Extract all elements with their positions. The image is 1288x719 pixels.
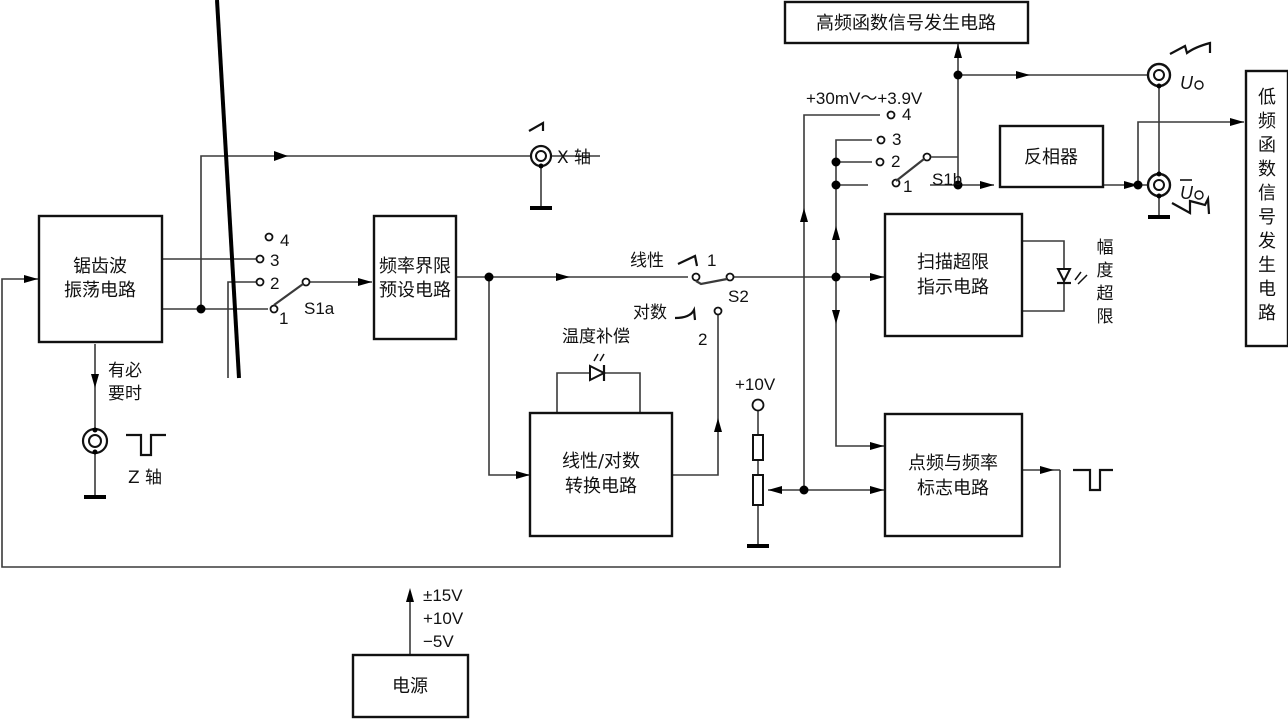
block-label: 频率界限 <box>379 256 451 277</box>
switch-position-label: 4 <box>280 231 289 250</box>
block-label: 电 <box>1258 279 1276 300</box>
switch-position-label: 4 <box>902 105 911 124</box>
switch-position-label: 2 <box>698 330 707 349</box>
switch-name: S1b <box>932 170 962 189</box>
switch-position-label: 1 <box>903 177 912 196</box>
diode-icon <box>589 364 607 382</box>
block-label: 预设电路 <box>379 280 451 301</box>
led-icon <box>1056 268 1072 284</box>
switch-position-label: 2 <box>891 152 900 171</box>
x-axis-connector[interactable]: X 轴 <box>528 121 591 169</box>
uo-label: U <box>1180 73 1194 93</box>
block-label: 振荡电路 <box>64 280 136 301</box>
block-sawtooth-oscillator: 锯齿波 振荡电路 <box>37 214 164 344</box>
block-label: 指示电路 <box>917 277 989 298</box>
log-label: 对数 <box>633 303 667 323</box>
amp-over-label: 度 <box>1097 261 1114 281</box>
block-label: 号 <box>1258 207 1276 228</box>
block-label: 函 <box>1258 135 1276 156</box>
block-label: 信 <box>1258 183 1276 204</box>
z-axis-label: Z 轴 <box>128 468 162 488</box>
block-label: 发 <box>1258 231 1276 252</box>
switch-s2[interactable]: 1 2 S2 线性 对数 <box>630 251 749 349</box>
block-hf-function-generator: 高频函数信号发生电路 <box>783 0 1030 45</box>
temp-comp-label: 温度补偿 <box>562 327 630 347</box>
uo-subscript <box>1194 80 1204 90</box>
z-axis-connector[interactable]: Z 轴 有必 要时 <box>81 361 166 488</box>
temp-compensation-diode: 温度补偿 <box>562 327 630 382</box>
block-label: 点频与频率 <box>908 453 998 474</box>
power-outputs: ±15V +10V −5V <box>423 586 464 651</box>
block-label: 电源 <box>392 676 428 697</box>
switch-position-label: 1 <box>707 251 716 270</box>
plus10v-label: +10V <box>735 375 776 394</box>
uo-bar-subscript <box>1194 190 1204 200</box>
block-label: 数 <box>1258 159 1276 180</box>
block-power-supply: 电源 <box>351 653 470 719</box>
uo-bar-label: U <box>1180 183 1194 203</box>
block-label: 标志电路 <box>917 478 989 499</box>
block-label: 扫描超限 <box>917 252 989 273</box>
amplitude-over-limit-led: 幅 度 超 限 <box>1056 238 1114 327</box>
potentiometer-icon <box>752 474 764 506</box>
block-label: 低 <box>1258 87 1276 108</box>
when-needed-label: 有必 <box>108 361 142 381</box>
supply-voltage-label: −5V <box>423 632 454 651</box>
arrows <box>24 44 1244 602</box>
block-marker-circuit: 点频与频率 标志电路 <box>883 412 1024 538</box>
linear-label: 线性 <box>630 251 664 271</box>
x-axis-label: X 轴 <box>557 148 591 168</box>
switch-position-label: 1 <box>279 309 288 328</box>
block-label: 频 <box>1258 111 1276 132</box>
switch-s1a[interactable]: 4 3 2 1 S1a <box>255 231 335 328</box>
supply-voltage-label: +10V <box>423 609 464 628</box>
block-inverter: 反相器 <box>998 124 1105 189</box>
pulse-wave-icon <box>126 433 166 457</box>
pulse-wave-icon <box>1073 468 1113 492</box>
amp-over-label: 超 <box>1097 284 1114 304</box>
amp-over-label: 限 <box>1097 307 1114 327</box>
switch-position-label: 3 <box>892 130 901 149</box>
switch-name: S2 <box>728 287 749 306</box>
supply-voltage-label: ±15V <box>423 586 463 605</box>
resistor-icon <box>752 434 764 461</box>
sawtooth-wave-icon <box>528 121 545 132</box>
uo-output-connector[interactable]: U <box>1146 41 1212 93</box>
block-label: 高频函数信号发生电路 <box>816 13 996 34</box>
block-sweep-over-limit-indicator: 扫描超限 指示电路 <box>883 212 1024 338</box>
block-lf-function-generator: 低 频 函 数 信 号 发 生 电 路 <box>1244 69 1288 348</box>
amp-over-label: 幅 <box>1097 238 1114 258</box>
block-label: 锯齿波 <box>73 256 127 277</box>
sawtooth-wave-icon <box>1169 41 1212 55</box>
switch-s1b[interactable]: 4 3 2 1 S1b +30mV～+3.9V <box>806 89 962 196</box>
switch-position-label: 3 <box>270 251 279 270</box>
block-label: 转换电路 <box>565 476 637 497</box>
when-needed-label: 要时 <box>108 384 142 404</box>
uo-inverted-output-connector[interactable]: U <box>1146 171 1211 215</box>
inverted-sawtooth-wave-icon <box>1171 194 1211 215</box>
block-label: 生 <box>1258 255 1276 276</box>
junctions <box>196 70 1143 495</box>
block-label: 线性/对数 <box>562 451 640 472</box>
linear-curve-icon <box>677 254 699 267</box>
switch-name: S1a <box>304 299 335 318</box>
block-label: 路 <box>1258 303 1276 324</box>
log-curve-icon <box>674 306 697 321</box>
block-freq-limit-preset: 频率界限 预设电路 <box>372 214 458 341</box>
block-lin-log-converter: 线性/对数 转换电路 <box>528 411 674 538</box>
block-label: 反相器 <box>1024 147 1078 168</box>
potentiometer[interactable]: +10V <box>735 375 776 506</box>
voltage-range-label: +30mV～+3.9V <box>806 89 923 108</box>
switch-position-label: 2 <box>270 274 279 293</box>
